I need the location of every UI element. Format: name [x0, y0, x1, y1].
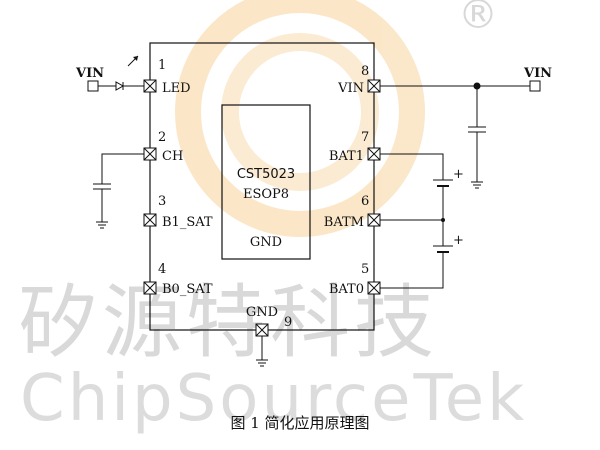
- pin-6-name: BATM: [324, 215, 364, 230]
- pin-1-number: 1: [158, 58, 166, 73]
- svg-text:+: +: [453, 233, 464, 248]
- pin-5: [367, 281, 381, 295]
- watermark-logo: [175, 0, 425, 237]
- pin-5-name: BAT0: [329, 282, 364, 297]
- pin-5-number: 5: [361, 262, 369, 277]
- pin-7-number: 7: [361, 130, 369, 145]
- pin-4-name: B0_SAT: [162, 282, 213, 297]
- pin9-ground-net: [256, 336, 268, 367]
- watermark-logo-ring: [175, 0, 425, 237]
- bat1-wire: [380, 153, 444, 180]
- pin-9-name: GND: [246, 305, 278, 320]
- pin-2-number: 2: [158, 130, 166, 145]
- batm-junction-dot: [441, 218, 445, 222]
- pin-3-name: B1_SAT: [162, 215, 213, 230]
- bat0-wire: [380, 252, 444, 289]
- watermark-registered-mark: ®: [458, 0, 498, 38]
- watermark-en-text: ChipSourceTek: [20, 362, 527, 436]
- pin-7: [367, 147, 381, 161]
- pin-7-name: BAT1: [329, 149, 364, 164]
- pin-1: [143, 79, 157, 93]
- pin-8-name: VIN: [337, 81, 364, 96]
- watermark-cn-text: 矽源特科技: [18, 276, 438, 369]
- pin-6: [367, 213, 381, 227]
- vin-right-terminal: [529, 80, 541, 92]
- vin-left-terminal: [87, 80, 99, 92]
- pin-3: [143, 213, 157, 227]
- pin9-ground-icon: [256, 359, 268, 367]
- pin-2: [143, 147, 157, 161]
- chip-gnd-label: GND: [250, 235, 282, 250]
- battery-cell-bottom-icon: +: [433, 233, 464, 253]
- battery-stack: + +: [380, 153, 464, 289]
- pin-4-number: 4: [158, 262, 166, 277]
- pin-8-number: 8: [361, 64, 369, 79]
- pin-3-number: 3: [158, 194, 166, 209]
- led-diode-icon: [115, 81, 125, 91]
- pin-2-name: CH: [162, 149, 183, 164]
- svg-text:+: +: [453, 167, 464, 182]
- pin-4: [143, 281, 157, 295]
- figure-caption: 图 1 简化应用原理图: [230, 414, 370, 432]
- led-light-arrow-icon: [127, 55, 139, 67]
- pin-9: [255, 323, 269, 337]
- pin-9-number: 9: [284, 315, 292, 330]
- battery-cell-top-icon: +: [433, 167, 464, 187]
- vin-left-label: VIN: [75, 66, 104, 81]
- watermark-logo-inner-ring: [221, 33, 379, 191]
- vin-right-net: VIN: [380, 66, 552, 189]
- pin-6-number: 6: [361, 194, 369, 209]
- ch-wire: [101, 153, 144, 184]
- chip-package: ESOP8: [243, 187, 289, 202]
- ch-capacitor-net: [93, 153, 144, 229]
- chip-name: CST5023: [237, 167, 295, 182]
- ch-ground-icon: [96, 221, 108, 229]
- vin-ground-icon: [471, 181, 483, 189]
- vin-right-label: VIN: [523, 66, 552, 81]
- pin-1-name: LED: [162, 81, 191, 96]
- chip-die: [221, 104, 311, 260]
- vin-left-net: VIN: [75, 55, 144, 92]
- pin-8: [367, 79, 381, 93]
